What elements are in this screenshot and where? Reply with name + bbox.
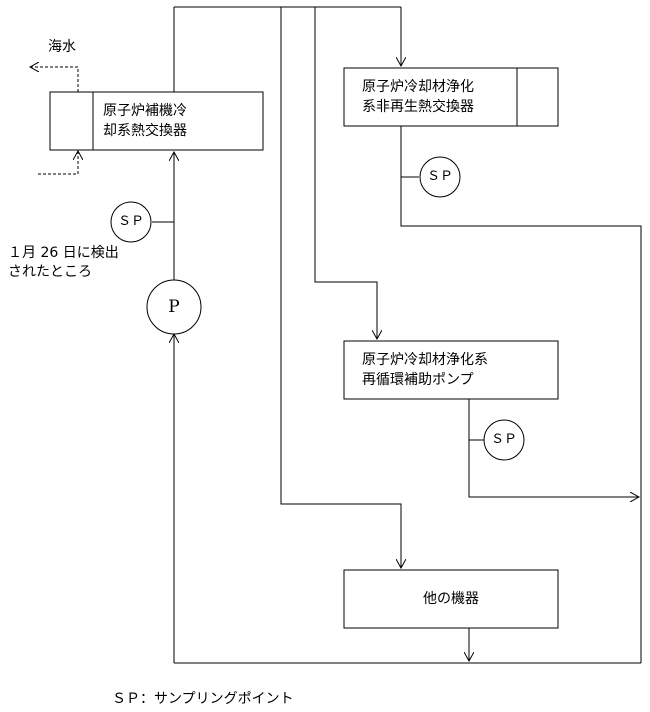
purification-pump-box [343, 340, 559, 400]
sampling-point-main [110, 201, 152, 243]
seawater-in-line [38, 151, 78, 175]
legend-label: ＳＰ：サンプリングポイント [112, 691, 294, 707]
sampling-point-pump [483, 419, 525, 461]
return-from-purification-pump [468, 399, 639, 497]
pump-symbol-text: P [168, 297, 180, 317]
feed-to-other-equipment [280, 7, 401, 568]
other-equipment-label: 他の機器 [423, 591, 479, 607]
pump-symbol [146, 279, 202, 335]
purification-pump-label: 原子炉冷却材浄化系 再循環補助ポンプ [362, 352, 488, 388]
detection-location-label: １月 26 日に検出 されたところ [8, 245, 119, 280]
seawater-label: 海水 [48, 39, 76, 55]
purification-hx-box [343, 67, 559, 127]
sampling-point-hx-text: ＳＰ [426, 169, 453, 184]
sampling-point-hx [419, 156, 461, 198]
sampling-point-main-text: ＳＰ [117, 214, 144, 229]
seawater-out-line [30, 67, 79, 92]
aux-cooling-hx-label: 原子炉補機冷 却系熱交換器 [103, 103, 187, 139]
other-equipment-box [343, 569, 559, 629]
feed-to-purification-pump [314, 7, 377, 339]
return-from-purification-hx [400, 126, 642, 663]
sampling-point-pump-text: ＳＰ [490, 432, 517, 447]
aux-cooling-hx-box [49, 91, 264, 151]
purification-hx-label: 原子炉冷却材浄化 系非再生熱交換器 [362, 79, 474, 115]
